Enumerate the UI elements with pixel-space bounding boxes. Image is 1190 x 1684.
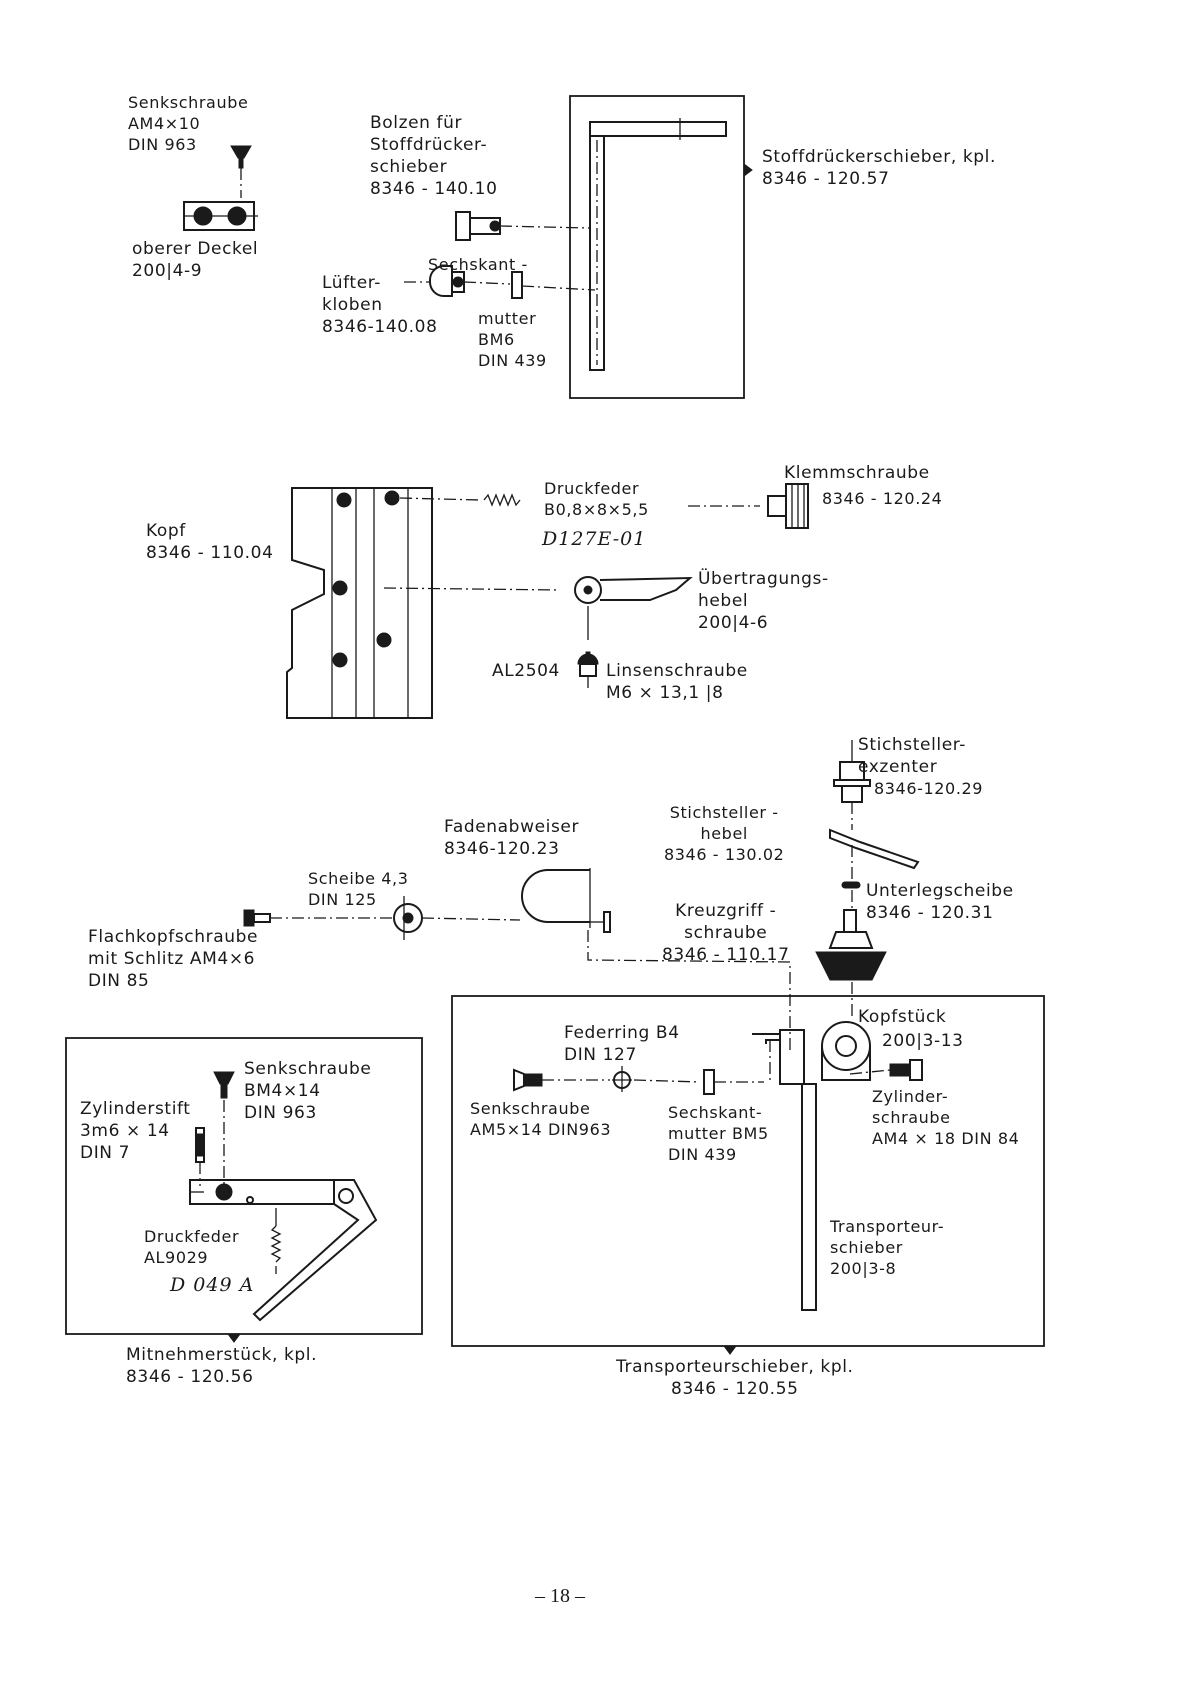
label-sechskantmutter-mid: Sechskant- mutter BM5 DIN 439 bbox=[668, 1103, 769, 1164]
label-linsenschraube: Linsenschraube M6 × 13,1 |8 bbox=[606, 661, 748, 703]
mitnehmerstueck-part bbox=[189, 1179, 378, 1322]
label-scheibe: Scheibe 4,3 DIN 125 bbox=[308, 869, 409, 909]
klemmschraube-part bbox=[688, 483, 809, 529]
label-kopfstueck-num: 200|3-13 bbox=[882, 1031, 964, 1051]
stichsteller-hebel-part bbox=[829, 828, 920, 880]
label-stichsteller-exzenter-num: 8346-120.29 bbox=[874, 779, 984, 798]
zylinderschraube-part bbox=[849, 1059, 923, 1081]
label-al2504: AL2504 bbox=[492, 661, 560, 681]
druckfeder-left-part bbox=[270, 1208, 282, 1274]
label-senkschraube-left: Senkschraube BM4×14 DIN 963 bbox=[244, 1059, 372, 1123]
label-druckfeder-top: Druckfeder B0,8×8×5,5 bbox=[544, 479, 649, 519]
label-kopf: Kopf 8346 - 110.04 bbox=[146, 521, 274, 563]
kopf-part bbox=[286, 487, 561, 719]
transporteurschieber-part bbox=[801, 1083, 817, 1311]
kreuzgriffschraube-part bbox=[815, 909, 887, 1020]
label-kreuzgriffschraube: Kreuzgriff - schraube 8346 - 110.17 bbox=[662, 901, 790, 965]
senkschraube-top-part bbox=[230, 145, 252, 198]
label-oberer-deckel: oberer Deckel 200|4-9 bbox=[132, 239, 259, 281]
oberer-deckel-part bbox=[183, 201, 258, 231]
label-zylinderstift: Zylinderstift 3m6 × 14 DIN 7 bbox=[80, 1099, 191, 1163]
label-fadenabweiser: Fadenabweiser 8346-120.23 bbox=[444, 817, 580, 859]
label-federring: Federring B4 DIN 127 bbox=[564, 1023, 680, 1065]
label-stoffdrueckerschieber: Stoffdrückerschieber, kpl. 8346 - 120.57 bbox=[762, 147, 996, 189]
label-uebertragungshebel: Übertragungs- hebel 200|4-6 bbox=[698, 569, 829, 633]
label-zylinderschraube: Zylinder- schraube AM4 × 18 DIN 84 bbox=[872, 1087, 1020, 1148]
page-number: – 18 – bbox=[535, 1585, 585, 1607]
stoffdrueckerschieber-part bbox=[569, 95, 753, 399]
bolzen-part bbox=[455, 211, 591, 241]
flachkopfschraube-part bbox=[243, 909, 271, 927]
zylinderstift-part bbox=[195, 1127, 205, 1186]
label-mutter-top: mutter BM6 DIN 439 bbox=[478, 309, 547, 370]
label-lufterkloben: Lüfter- kloben 8346-140.08 bbox=[322, 273, 438, 337]
label-klemmschraube-num: 8346 - 120.24 bbox=[822, 489, 943, 508]
label-transporteurschieber-kpl: Transporteurschieber, kpl. 8346 - 120.55 bbox=[616, 1357, 854, 1399]
label-bolzen: Bolzen für Stoffdrücker- schieber 8346 -… bbox=[370, 113, 498, 199]
label-mitnehmerstueck: Mitnehmerstück, kpl. 8346 - 120.56 bbox=[126, 1345, 318, 1387]
senkschraube-left-part bbox=[213, 1071, 235, 1184]
label-klemmschraube: Klemmschraube bbox=[784, 463, 930, 483]
label-senkschraube-top: Senkschraube AM4×10 DIN 963 bbox=[128, 93, 249, 154]
handwritten-druckfeder-top: D127E-01 bbox=[542, 528, 647, 550]
label-kopfstueck: Kopfstück bbox=[858, 1007, 947, 1027]
stichsteller-exzenter-part bbox=[833, 740, 871, 830]
label-druckfeder-left: Druckfeder AL9029 bbox=[144, 1227, 240, 1267]
senkschraube-mid-part bbox=[513, 1068, 701, 1092]
federring-part bbox=[612, 1066, 632, 1092]
label-unterlegscheibe: Unterlegscheibe 8346 - 120.31 bbox=[866, 881, 1014, 923]
druckfeder-top-part bbox=[483, 493, 521, 507]
uebertragungshebel-part bbox=[574, 576, 693, 640]
label-flachkopfschraube: Flachkopfschraube mit Schlitz AM4×6 DIN … bbox=[88, 927, 259, 991]
label-stichsteller-exzenter: Stichsteller- exzenter bbox=[858, 735, 967, 777]
sechskantmutter-mid-part bbox=[703, 1040, 771, 1095]
sechskantmutter-top-part bbox=[511, 271, 596, 299]
mitnehmerstueck-kpl-box bbox=[65, 1037, 423, 1343]
linsenschraube-part bbox=[577, 651, 599, 688]
transporteurschieber-kpl-box bbox=[451, 995, 1045, 1355]
label-senkschraube-mid: Senkschraube AM5×14 DIN963 bbox=[470, 1099, 612, 1139]
scheibe-part bbox=[270, 896, 521, 940]
fadenabweiser-part bbox=[521, 868, 791, 1050]
unterlegscheibe-part bbox=[841, 881, 861, 908]
kopfstueck-part bbox=[752, 1021, 871, 1085]
lufterkloben-part bbox=[404, 265, 511, 297]
handwritten-druckfeder-left: D 049 A bbox=[170, 1274, 255, 1296]
label-transporteurschieber: Transporteur- schieber 200|3-8 bbox=[830, 1217, 945, 1278]
label-sechskant-top: Sechskant - bbox=[428, 255, 528, 274]
label-stichsteller-hebel: Stichsteller - hebel 8346 - 130.02 bbox=[664, 803, 785, 864]
